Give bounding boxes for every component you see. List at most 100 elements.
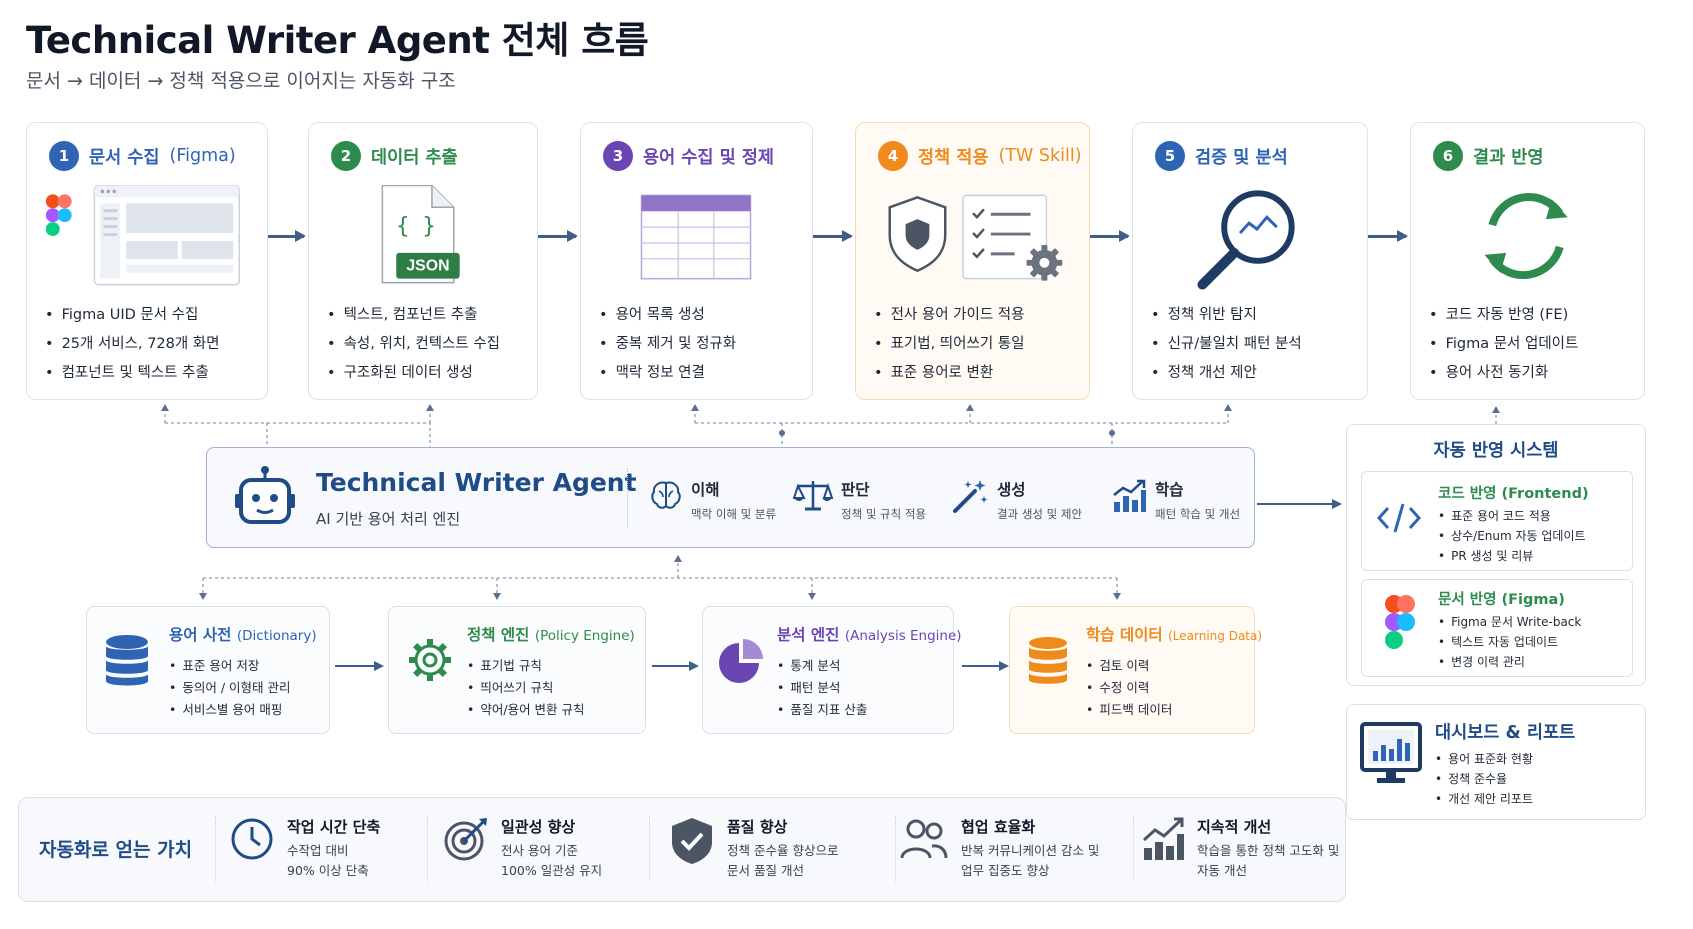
value-item-title: 작업 시간 단축 bbox=[287, 818, 381, 836]
dashboard-item: 정책 준수율 bbox=[1435, 769, 1533, 789]
clock-icon bbox=[231, 818, 273, 860]
database-icon bbox=[1029, 637, 1067, 684]
divider bbox=[649, 816, 650, 882]
step-number-5: 5 bbox=[1155, 141, 1185, 171]
value-item-desc: 학습을 통한 정책 고도화 및 bbox=[1197, 843, 1340, 858]
capability-title: 학습 bbox=[1155, 481, 1184, 499]
step-card-6: 6 결과 반영 코드 자동 반영 (FE) Figma 문서 업데이트 용어 사… bbox=[1410, 122, 1645, 400]
json-label: JSON bbox=[406, 258, 449, 275]
robot-icon bbox=[235, 466, 295, 524]
divider bbox=[627, 468, 628, 528]
divider bbox=[895, 816, 896, 882]
pie-chart-icon bbox=[719, 639, 763, 683]
step-card-2: 2 데이터 추출 { } JSON 텍스트, 컴포넌트 추출 속성, 위치, 컨… bbox=[308, 122, 538, 400]
flow-arrow bbox=[538, 230, 578, 242]
step-3-bullet: 용어 목록 생성 bbox=[599, 301, 736, 330]
figma-browser-icon bbox=[45, 185, 240, 286]
page-subtitle: 문서 → 데이터 → 정책 적용으로 이어지는 자동화 구조 bbox=[26, 70, 456, 92]
code-apply-item: PR 생성 및 리뷰 bbox=[1438, 546, 1586, 566]
dashboard-title: 대시보드 & 리포트 bbox=[1435, 723, 1576, 743]
value-item-desc: 90% 이상 단축 bbox=[287, 863, 369, 878]
step-title-2: 데이터 추출 bbox=[371, 147, 458, 168]
dashboard-item: 용어 표준화 현황 bbox=[1435, 749, 1533, 769]
page-title: Technical Writer Agent 전체 흐름 bbox=[26, 19, 649, 62]
step-number-3: 3 bbox=[603, 141, 633, 171]
engine-item: 패턴 분석 bbox=[777, 677, 867, 699]
step-4-bullet: 전사 용어 가이드 적용 bbox=[874, 301, 1025, 330]
code-apply-item: 표준 용어 코드 적용 bbox=[1438, 506, 1586, 526]
step-5-bullet: 정책 위반 탐지 bbox=[1151, 301, 1302, 330]
sync-arrows-icon bbox=[1484, 193, 1568, 280]
engine-policy: 정책 엔진 (Policy Engine) 표기법 규칙 띄어쓰기 규칙 약어/… bbox=[388, 606, 646, 734]
step-number-4: 4 bbox=[878, 141, 908, 171]
value-item-desc: 100% 일관성 유지 bbox=[501, 863, 603, 878]
engine-item: 수정 이력 bbox=[1086, 677, 1172, 699]
figma-apply-card: 문서 반영 (Figma) Figma 문서 Write-back 텍스트 자동… bbox=[1361, 579, 1633, 677]
target-icon bbox=[444, 818, 487, 861]
agent-subtitle: AI 기반 용어 처리 엔진 bbox=[316, 510, 461, 528]
engine-item: 약어/용어 변환 규칙 bbox=[467, 699, 584, 721]
step-6-bullet: 용어 사전 동기화 bbox=[1429, 359, 1578, 388]
step-5-bullet: 정책 개선 제안 bbox=[1151, 359, 1302, 388]
step-3-bullet: 맥락 정보 연결 bbox=[599, 359, 736, 388]
engine-item: 검토 이력 bbox=[1086, 655, 1172, 677]
growth-chart-icon bbox=[1113, 479, 1146, 512]
value-item-desc: 문서 품질 개선 bbox=[727, 863, 804, 878]
engine-title-en: (Learning Data) bbox=[1168, 629, 1263, 643]
value-item-title: 지속적 개선 bbox=[1197, 818, 1272, 836]
engine-title-en: (Analysis Engine) bbox=[844, 628, 962, 644]
code-icon bbox=[1376, 503, 1422, 533]
dashboard-item: 개선 제안 리포트 bbox=[1435, 789, 1533, 809]
divider bbox=[215, 816, 216, 882]
step-title-en-4: (TW Skill) bbox=[998, 146, 1082, 166]
step-4-bullet: 표기법, 띄어쓰기 통일 bbox=[874, 330, 1025, 359]
figma-apply-item: Figma 문서 Write-back bbox=[1438, 612, 1581, 632]
figma-apply-item: 텍스트 자동 업데이트 bbox=[1438, 632, 1581, 652]
figma-icon bbox=[1385, 595, 1415, 649]
engine-title: 용어 사전 bbox=[169, 626, 232, 644]
code-apply-item: 상수/Enum 자동 업데이트 bbox=[1438, 526, 1585, 546]
capability-title: 이해 bbox=[691, 481, 720, 499]
figma-apply-title: 문서 반영 (Figma) bbox=[1438, 592, 1565, 608]
value-title: 자동화로 얻는 가치 bbox=[39, 839, 193, 861]
flow-arrow bbox=[1368, 230, 1408, 242]
database-icon bbox=[106, 635, 148, 686]
step-3-bullet: 중복 제거 및 정규화 bbox=[599, 330, 737, 359]
capability-desc: 맥락 이해 및 분류 bbox=[691, 507, 777, 521]
engine-item: 피드백 데이터 bbox=[1086, 699, 1172, 721]
flow-arrow bbox=[813, 230, 853, 242]
agent-title: Technical Writer Agent bbox=[316, 468, 637, 497]
figma-apply-item: 변경 이력 관리 bbox=[1438, 652, 1581, 672]
brain-icon bbox=[651, 481, 681, 509]
scale-icon bbox=[793, 481, 833, 511]
step-6-bullet: Figma 문서 업데이트 bbox=[1429, 330, 1579, 359]
engine-title: 분석 엔진 bbox=[777, 626, 840, 644]
growth-chart-icon bbox=[1142, 817, 1184, 860]
step-card-4: 4 정책 적용 (TW Skill) 전사 용어 가이드 적용 표기법, 띄어쓰… bbox=[855, 122, 1090, 400]
capability-title: 판단 bbox=[841, 481, 870, 499]
gear-icon bbox=[409, 639, 451, 681]
people-icon bbox=[900, 819, 948, 859]
step-title-6: 결과 반영 bbox=[1473, 147, 1544, 168]
code-apply-title: 코드 반영 (Frontend) bbox=[1438, 486, 1589, 502]
capability-desc: 결과 생성 및 제안 bbox=[997, 507, 1083, 521]
magic-wand-icon bbox=[953, 480, 988, 513]
step-title-3: 용어 수집 및 정제 bbox=[643, 147, 774, 168]
step-1-bullet: 컴포넌트 및 텍스트 추출 bbox=[45, 359, 220, 388]
engine-item: 동의어 / 이형태 관리 bbox=[169, 677, 290, 699]
auto-apply-system: 자동 반영 시스템 코드 반영 (Frontend) 표준 용어 코드 적용 상… bbox=[1346, 424, 1646, 686]
flow-arrow bbox=[1090, 230, 1130, 242]
step-card-5: 5 검증 및 분석 정책 위반 탐지 신규/불일치 패턴 분석 정책 개선 제안 bbox=[1132, 122, 1368, 400]
engine-dictionary: 용어 사전 (Dictionary) 표준 용어 저장 동의어 / 이형태 관리… bbox=[86, 606, 330, 734]
engine-item: 품질 지표 산출 bbox=[777, 699, 867, 721]
value-item-title: 일관성 향상 bbox=[501, 818, 576, 836]
step-title-4: 정책 적용 bbox=[918, 147, 989, 168]
step-number-1: 1 bbox=[49, 141, 79, 171]
